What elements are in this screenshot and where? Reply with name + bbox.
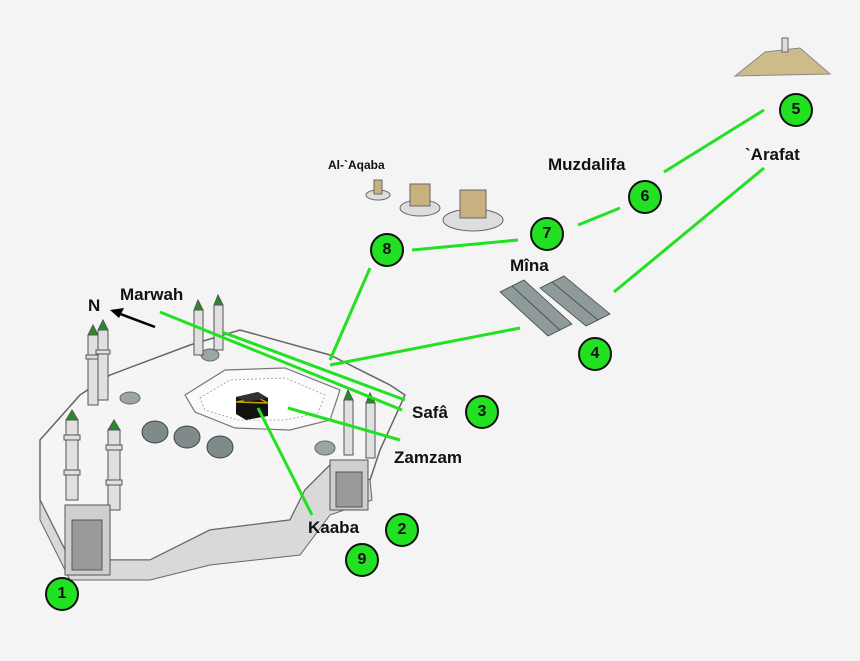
step-badge-5: 5 (779, 93, 813, 127)
kaaba-label: Kaaba (308, 518, 360, 537)
step-badge-9: 9 (345, 543, 379, 577)
step-badge-3: 3 (465, 395, 499, 429)
step-badge-4: 4 (578, 337, 612, 371)
step-badge-1: 1 (45, 577, 79, 611)
domes (119, 348, 336, 459)
arafat-label: `Arafat (745, 145, 800, 164)
north-arrow (110, 308, 156, 329)
route-lines (159, 108, 765, 516)
mount-arafat (733, 37, 832, 77)
masjid-al-haram (39, 293, 406, 581)
mina-tents (499, 275, 611, 337)
muzdalifa-label: Muzdalifa (548, 155, 626, 174)
gates (64, 459, 369, 576)
step-badge-7: 7 (530, 217, 564, 251)
aqaba-label: Al-`Aqaba (328, 158, 385, 172)
mina-label: Mîna (510, 256, 549, 275)
safa-label: Safâ (412, 403, 448, 422)
marwah-label: Marwah (120, 285, 184, 304)
step-badge-6: 6 (628, 180, 662, 214)
step-badge-2: 2 (385, 513, 419, 547)
north-label: N (88, 296, 101, 315)
jamarat-pillars (365, 179, 504, 232)
step-badge-8: 8 (370, 233, 404, 267)
zamzam-label: Zamzam (394, 448, 463, 467)
